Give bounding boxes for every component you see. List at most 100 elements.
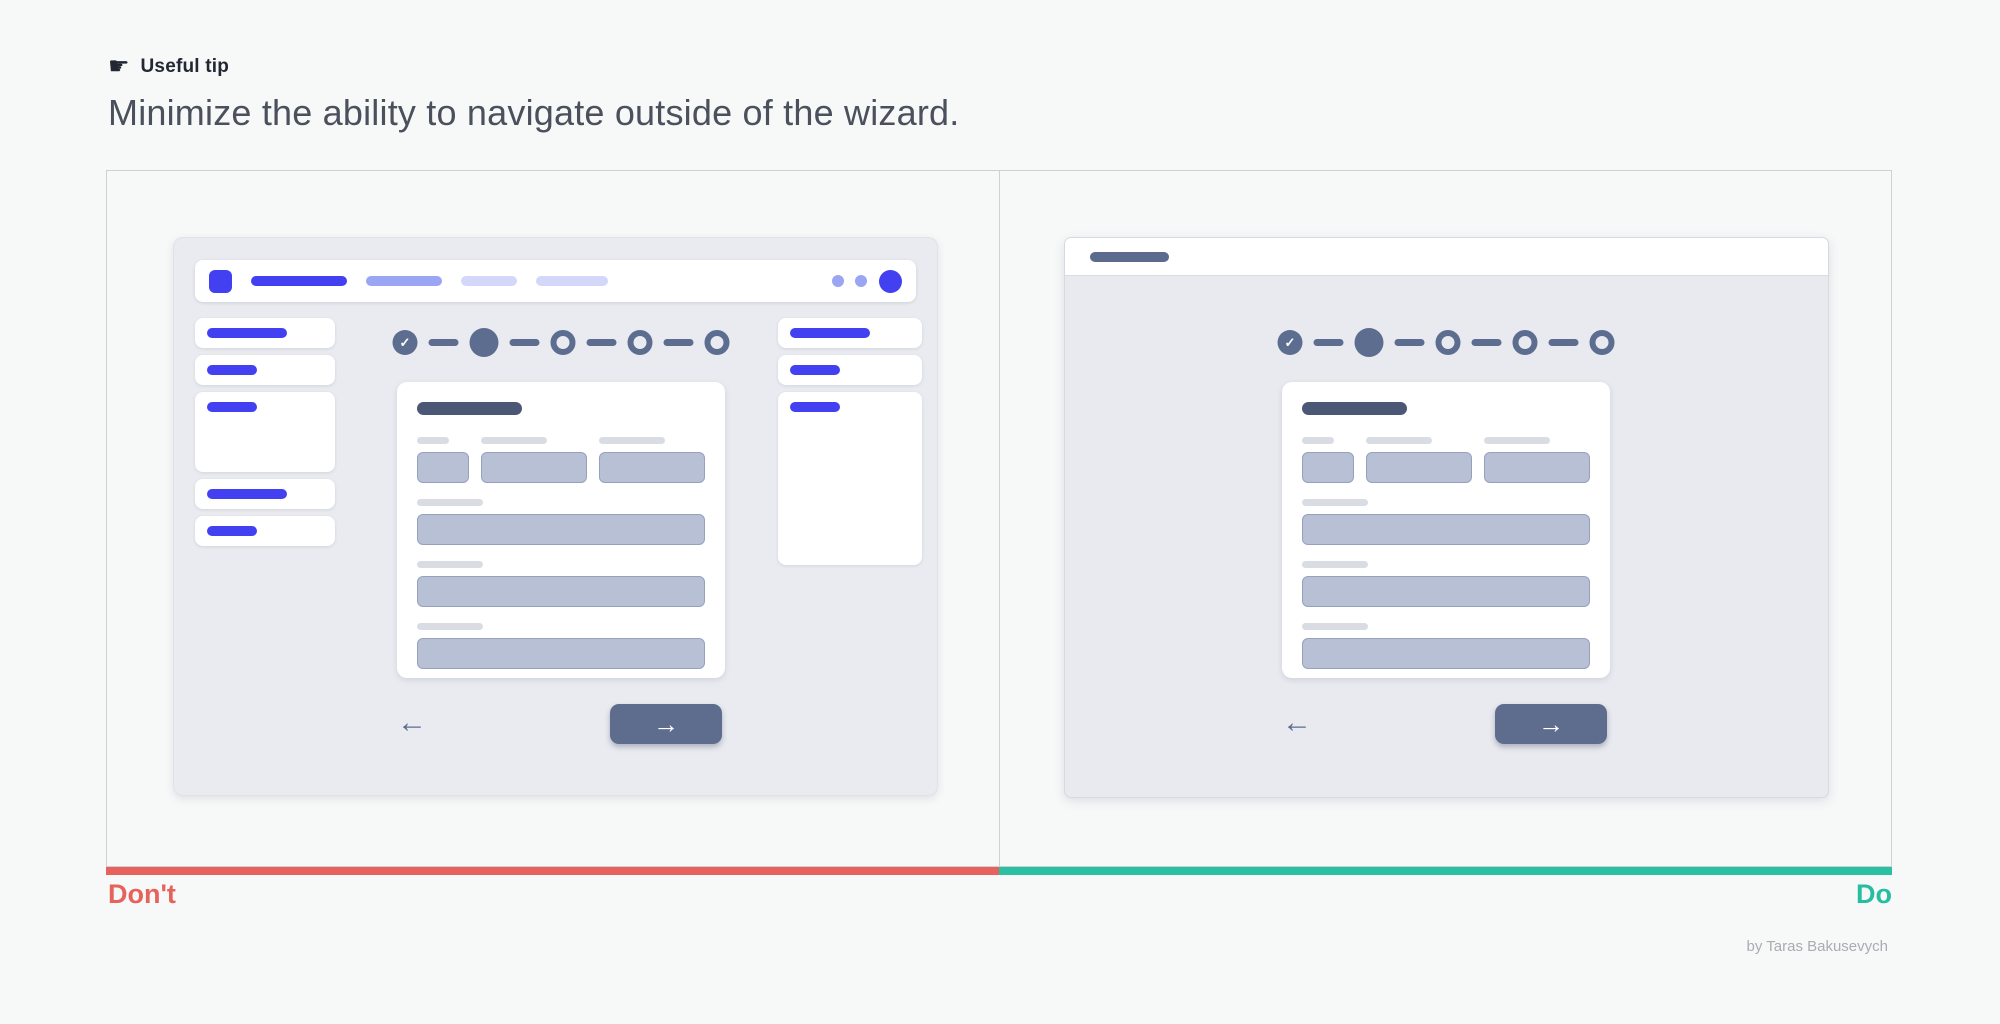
wizard-stage: ✓ [1277, 238, 1615, 797]
step-connector [1548, 339, 1579, 346]
step-todo [1512, 330, 1538, 355]
dont-underline-bar [106, 867, 999, 875]
navbar-dot-icon[interactable] [832, 275, 844, 287]
step-todo [1435, 330, 1461, 355]
logo-icon[interactable] [209, 269, 232, 293]
next-button[interactable]: → [1495, 704, 1607, 744]
step-connector [586, 339, 617, 346]
dont-app-mockup: ✓ [173, 237, 938, 796]
link-placeholder [790, 365, 840, 375]
form-field-row [417, 437, 705, 483]
field-label-placeholder [417, 623, 483, 630]
form-field [417, 623, 705, 669]
field-input[interactable] [599, 452, 705, 483]
field-label-placeholder [1302, 437, 1334, 444]
field-input[interactable] [1302, 452, 1354, 483]
tip-eyebrow-label: Useful tip [140, 56, 230, 77]
link-placeholder [207, 489, 287, 499]
link-placeholder [207, 328, 287, 338]
do-underline-bar [999, 867, 1892, 875]
do-panel: ✓ [1000, 171, 1892, 866]
step-done-check-icon: ✓ [392, 330, 418, 355]
sidebar-card[interactable] [778, 318, 922, 348]
do-label: Do [1856, 879, 1892, 909]
wizard-nav: ← → [397, 704, 725, 744]
step-connector [1471, 339, 1502, 346]
field-label-placeholder [481, 437, 547, 444]
window-titlebar [1064, 238, 1828, 276]
field-input[interactable] [1366, 452, 1472, 483]
sidebar-card[interactable] [195, 318, 335, 348]
field-input[interactable] [1302, 638, 1590, 669]
field-label-placeholder [599, 437, 665, 444]
navbar-dot-icon[interactable] [855, 275, 867, 287]
step-todo [550, 330, 576, 355]
field-input[interactable] [481, 452, 587, 483]
wizard-form-card [397, 382, 725, 678]
dont-panel: ✓ [107, 171, 1000, 866]
field-input[interactable] [1302, 576, 1590, 607]
form-field [481, 437, 587, 483]
tip-header: ☛ Useful tip Minimize the ability to nav… [108, 55, 959, 134]
field-input[interactable] [1302, 514, 1590, 545]
sidebar-card[interactable] [195, 479, 335, 509]
nav-item[interactable] [536, 276, 608, 286]
wizard-form-card [1282, 382, 1610, 678]
field-label-placeholder [417, 499, 483, 506]
field-label-placeholder [1484, 437, 1550, 444]
avatar[interactable] [879, 269, 902, 293]
form-field [417, 561, 705, 607]
form-field [417, 499, 705, 545]
nav-item[interactable] [461, 276, 517, 286]
form-field [417, 437, 469, 483]
step-connector [428, 339, 459, 346]
form-field [1302, 437, 1354, 483]
link-placeholder [790, 328, 870, 338]
wizard-stepper: ✓ [1277, 328, 1615, 357]
comparison-panels: ✓ [106, 170, 1892, 867]
form-field [1302, 623, 1590, 669]
step-connector [1313, 339, 1344, 346]
sidebar-card[interactable] [778, 355, 922, 385]
nav-item[interactable] [366, 276, 442, 286]
sidebar-card[interactable] [195, 355, 335, 385]
do-window-mockup: ✓ [1063, 237, 1829, 798]
link-placeholder [207, 365, 257, 375]
field-label-placeholder [417, 561, 483, 568]
back-arrow-icon[interactable]: ← [1282, 706, 1312, 739]
field-input[interactable] [417, 452, 469, 483]
field-input[interactable] [417, 514, 705, 545]
sidebar-card[interactable] [778, 392, 922, 565]
back-arrow-icon[interactable]: ← [397, 706, 427, 739]
step-done-check-icon: ✓ [1277, 330, 1303, 355]
pointing-hand-icon: ☛ [108, 53, 130, 80]
field-input[interactable] [1484, 452, 1590, 483]
field-label-placeholder [1302, 623, 1368, 630]
step-current [469, 328, 499, 357]
next-button[interactable]: → [610, 704, 722, 744]
form-title-placeholder [417, 402, 522, 415]
field-label-placeholder [1302, 561, 1368, 568]
step-connector [1394, 339, 1425, 346]
form-field [1366, 437, 1472, 483]
page-title: Minimize the ability to navigate outside… [108, 92, 960, 133]
wizard-stage: ✓ [392, 238, 730, 795]
nav-item-active[interactable] [251, 276, 347, 286]
field-label-placeholder [1366, 437, 1432, 444]
field-input[interactable] [417, 576, 705, 607]
link-placeholder [207, 526, 257, 536]
app-navbar [195, 260, 916, 302]
step-connector [509, 339, 540, 346]
link-placeholder [790, 402, 840, 412]
left-sidebar [195, 318, 335, 553]
form-field [1302, 499, 1590, 545]
step-connector [663, 339, 694, 346]
step-todo [1589, 330, 1615, 355]
sidebar-card[interactable] [195, 392, 335, 472]
form-field [1484, 437, 1590, 483]
wizard-stepper: ✓ [392, 328, 730, 357]
sidebar-card[interactable] [195, 516, 335, 546]
field-input[interactable] [417, 638, 705, 669]
step-todo [627, 330, 653, 355]
